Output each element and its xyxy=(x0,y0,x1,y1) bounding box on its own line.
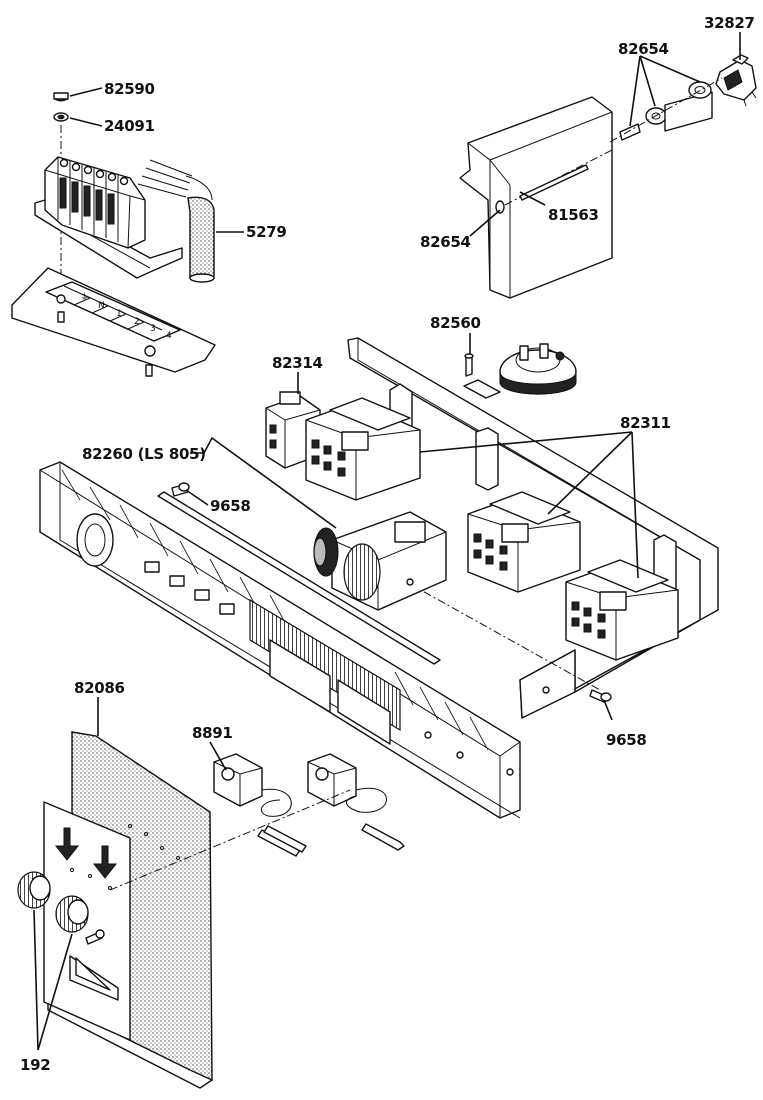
mark-n: N xyxy=(98,301,104,311)
label-5279: 5279 xyxy=(246,223,287,241)
thermostat-8891-b xyxy=(307,753,405,851)
label-82590: 82590 xyxy=(104,80,155,98)
label-82311: 82311 xyxy=(620,414,671,432)
label-82560: 82560 xyxy=(430,314,481,332)
label-9658-left: 9658 xyxy=(210,497,251,515)
screw-9658-right xyxy=(589,689,612,703)
knob-screw xyxy=(85,929,105,945)
label-82260-ls805: 82260 (LS 805) xyxy=(82,445,206,463)
label-8891: 8891 xyxy=(192,724,233,742)
side-panel-group xyxy=(459,96,613,299)
mark-4: 4 xyxy=(166,331,172,341)
contactor-82311-a xyxy=(305,397,421,501)
panel-tie-rod xyxy=(157,491,441,665)
thermostat-8891-a xyxy=(213,753,307,857)
contactor-82311-c xyxy=(565,559,679,661)
label-82654-top: 82654 xyxy=(618,40,669,58)
terminal-block-group: ⏚ N 1 2 3 4 xyxy=(11,92,216,377)
pressure-switch-82560 xyxy=(464,343,577,395)
mark-1: 1 xyxy=(116,309,121,319)
toggle-switch-group xyxy=(609,54,757,143)
label-32827: 32827 xyxy=(704,14,755,32)
label-81563: 81563 xyxy=(548,206,599,224)
rod-81563 xyxy=(519,164,589,201)
mark-2: 2 xyxy=(134,317,139,327)
rail-upright-b xyxy=(475,427,499,491)
rod-end-82654 xyxy=(495,200,505,214)
label-82086: 82086 xyxy=(74,679,125,697)
label-82314: 82314 xyxy=(272,354,323,372)
label-192: 192 xyxy=(20,1056,50,1074)
mark-earth: ⏚ xyxy=(80,292,89,303)
knob-192-a xyxy=(17,871,51,909)
part-labels: 32827 82654 82590 24091 5279 82654 81563… xyxy=(20,14,755,1074)
knob-192-b xyxy=(55,895,89,933)
wires xyxy=(137,159,213,201)
contactor-82311-b xyxy=(467,491,581,593)
mark-3: 3 xyxy=(150,324,155,334)
chassis-bracket xyxy=(519,649,576,719)
leader-lines xyxy=(33,32,741,1051)
cable-5279 xyxy=(187,196,215,279)
label-24091: 24091 xyxy=(104,117,155,135)
label-9658-right: 9658 xyxy=(606,731,647,749)
screw-terminal-a xyxy=(57,311,65,323)
front-control-panel xyxy=(39,461,521,819)
screw-terminal-b xyxy=(145,364,153,377)
pressure-switch-bracket xyxy=(463,379,501,399)
relay-82260 xyxy=(313,511,447,611)
side-panel xyxy=(459,96,613,299)
label-82654-left: 82654 xyxy=(420,233,471,251)
panel-opening xyxy=(76,513,114,567)
terminal-strip-marks: ⏚ N 1 2 3 4 xyxy=(45,281,181,342)
